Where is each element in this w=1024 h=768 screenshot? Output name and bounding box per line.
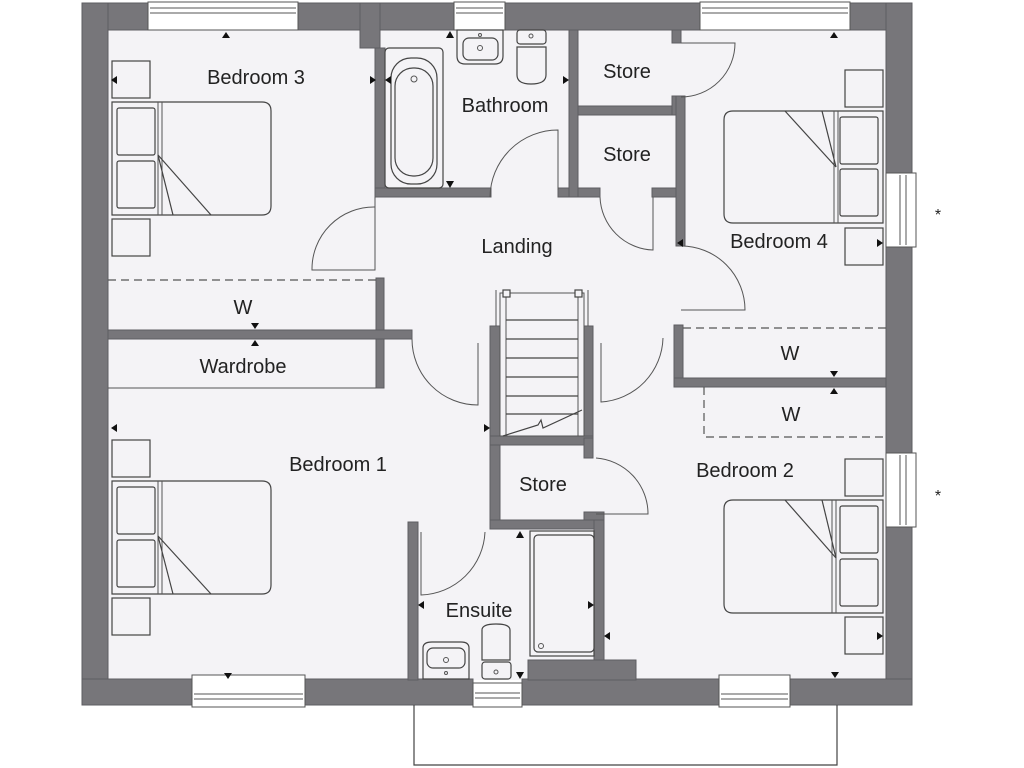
window-bedroom4 — [699, 1, 851, 31]
window-bathroom — [453, 1, 506, 31]
interior-walls — [107, 29, 887, 681]
label-bedroom-2: Bedroom 2 — [696, 460, 794, 482]
bed-bedroom1 — [111, 439, 272, 636]
bathroom-toilet — [516, 29, 547, 85]
measurement-arrows — [111, 31, 883, 679]
label-wardrobe-w-3: W — [782, 404, 801, 426]
window-bedroom3 — [147, 1, 299, 31]
label-wardrobe-w-2: W — [781, 343, 800, 365]
label-bedroom-4: Bedroom 4 — [730, 231, 828, 253]
doors — [311, 42, 746, 596]
label-store-3: Store — [519, 474, 567, 496]
window-bedroom4-side — [885, 172, 917, 248]
ensuite-toilet — [481, 623, 512, 680]
label-bedroom-1: Bedroom 1 — [289, 454, 387, 476]
bathroom-sink — [456, 29, 504, 65]
staircase — [495, 289, 589, 437]
ensuite-shower — [529, 530, 595, 657]
bathtub — [384, 47, 444, 189]
room-labels: Bedroom 3 Bathroom Store Store Bedroom 4… — [199, 61, 941, 622]
label-store-2: Store — [603, 144, 651, 166]
label-wardrobe: Wardrobe — [199, 356, 286, 378]
bed-bedroom2 — [723, 458, 884, 655]
wardrobe-dash-bedroom2 — [703, 387, 886, 438]
window-bedroom2-side — [885, 452, 917, 528]
bed-bedroom4 — [723, 69, 884, 266]
window-bedroom2 — [718, 674, 791, 708]
label-wardrobe-w-1: W — [234, 297, 253, 319]
ensuite-sink — [422, 641, 470, 680]
porch-outline — [413, 705, 838, 766]
label-landing: Landing — [481, 236, 552, 258]
label-bedroom-3: Bedroom 3 — [207, 67, 305, 89]
asterisk-note-1: * — [935, 207, 941, 224]
outer-walls — [81, 2, 913, 706]
bed-bedroom3 — [111, 60, 272, 257]
asterisk-note-2: * — [935, 488, 941, 505]
label-bathroom: Bathroom — [462, 95, 549, 117]
label-store-1: Store — [603, 61, 651, 83]
windows — [147, 1, 917, 708]
window-bedroom1 — [191, 674, 306, 708]
window-ensuite — [472, 682, 523, 708]
label-ensuite: Ensuite — [446, 600, 513, 622]
